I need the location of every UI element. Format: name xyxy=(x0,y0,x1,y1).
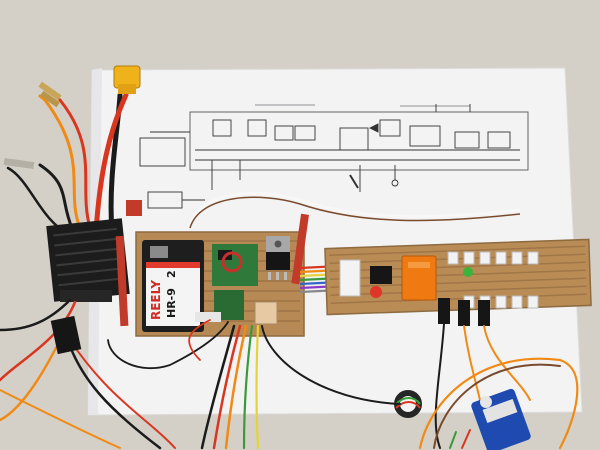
white-cable xyxy=(188,191,521,227)
header-connector xyxy=(254,301,278,325)
red-probe xyxy=(115,235,129,327)
servo-connectors xyxy=(438,298,490,326)
esc-output-wires xyxy=(0,298,176,450)
servo-icon xyxy=(471,388,531,450)
red-probe-tip xyxy=(126,200,142,216)
esc-heatsink-icon xyxy=(46,218,130,302)
receiver-model-label: HR-9 xyxy=(165,288,178,318)
green-module xyxy=(212,244,258,320)
schematic-drawing-icon xyxy=(139,104,529,209)
receiver-lead-bundle xyxy=(107,319,401,450)
red-jumper xyxy=(291,213,309,285)
servo-plug xyxy=(50,315,82,355)
cable-tie xyxy=(195,312,221,322)
xt60-connector-icon xyxy=(113,65,141,94)
receiver-number-label: 2 xyxy=(165,270,178,278)
bottom-wires xyxy=(449,429,471,449)
relay-icon xyxy=(401,255,437,301)
bullet-connectors xyxy=(3,81,62,170)
receiver-icon xyxy=(142,240,204,332)
receiver-brand-label: REELY xyxy=(149,280,163,320)
power-wires xyxy=(6,92,129,237)
brown-cable xyxy=(189,196,521,229)
voltage-regulator-icon xyxy=(266,236,290,280)
